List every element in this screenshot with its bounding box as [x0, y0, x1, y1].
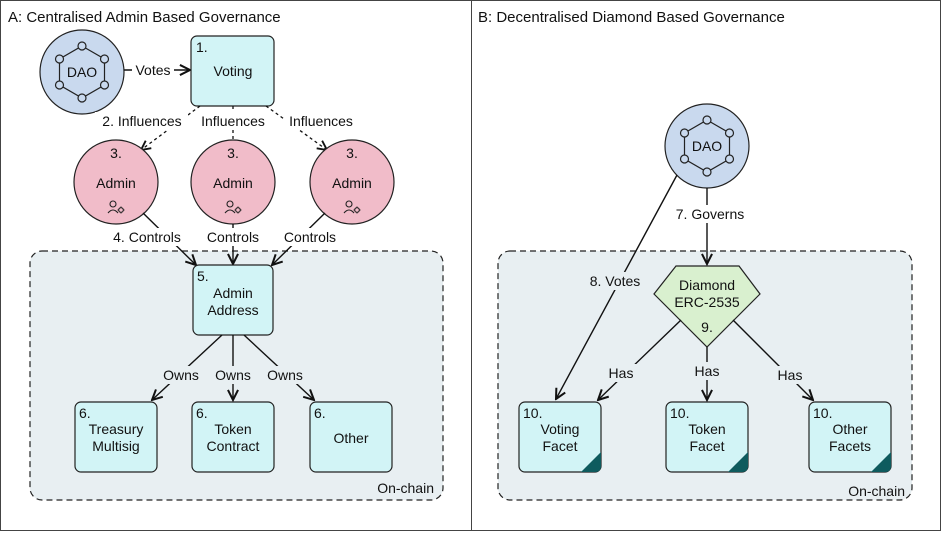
- diamond-line2: ERC-2535: [674, 294, 740, 310]
- facet-node-other: 10. Other Facets: [808, 401, 892, 473]
- admin-label-3: Admin: [332, 175, 372, 191]
- admin-node-2: 3. Admin: [190, 139, 276, 225]
- facet-num-1: 10.: [523, 405, 542, 421]
- facet-corner-1: [581, 452, 601, 472]
- edge-label-has-2: Has: [695, 363, 720, 379]
- edge-label-governs: 7. Governs: [676, 206, 744, 222]
- facet-num-3: 10.: [813, 405, 832, 421]
- diamond-node: Diamond ERC-2535 9.: [653, 265, 761, 348]
- edge-label-influences-3: Influences: [289, 113, 353, 129]
- asset-node-treasury: 6. Treasury Multisig: [74, 401, 158, 473]
- edge-label-owns-3: Owns: [267, 367, 303, 383]
- facet-line1-3: Other: [832, 421, 867, 437]
- edge-label-owns-1: Owns: [163, 367, 199, 383]
- facet-line2-3: Facets: [829, 438, 871, 454]
- asset-num-3: 6.: [314, 405, 326, 421]
- admin-node-3: 3. Admin: [309, 139, 395, 225]
- voting-label: Voting: [214, 63, 253, 79]
- facet-line1-2: Token: [688, 421, 725, 437]
- edge-label-votes-a: Votes: [135, 62, 170, 78]
- dao-label-a: DAO: [67, 64, 97, 80]
- facet-line2-2: Facet: [689, 438, 724, 454]
- asset-line2-2: Contract: [207, 438, 260, 454]
- voting-node: 1. Voting: [190, 35, 275, 107]
- edge-label-influences-1: 2. Influences: [102, 113, 181, 129]
- edge-label-influences-2: Influences: [201, 113, 265, 129]
- admin-node-1: 3. Admin: [73, 139, 159, 225]
- facet-node-token: 10. Token Facet: [665, 401, 749, 473]
- facet-node-voting: 10. Voting Facet: [518, 401, 602, 473]
- admin-address-line1: Admin: [213, 285, 253, 301]
- asset-line1-1: Treasury: [89, 421, 144, 437]
- admin-num-2: 3.: [227, 145, 239, 161]
- facet-line2-1: Facet: [542, 438, 577, 454]
- edge-label-has-1: Has: [609, 365, 634, 381]
- asset-node-token: 6. Token Contract: [191, 401, 275, 473]
- onchain-label-b: On-chain: [848, 483, 905, 499]
- facet-corner-2: [728, 452, 748, 472]
- edge-label-controls-1: 4. Controls: [113, 229, 181, 245]
- edge-label-controls-3: Controls: [284, 229, 336, 245]
- facet-num-2: 10.: [670, 405, 689, 421]
- facet-line1-1: Voting: [541, 421, 580, 437]
- panel-a-title: A: Centralised Admin Based Governance: [8, 9, 281, 26]
- asset-num-2: 6.: [196, 405, 208, 421]
- asset-num-1: 6.: [79, 405, 91, 421]
- facet-corner-3: [871, 452, 891, 472]
- edge-has-1: [598, 319, 682, 400]
- diamond-line1: Diamond: [679, 277, 735, 293]
- edge-label-has-3: Has: [778, 367, 803, 383]
- edge-label-owns-2: Owns: [215, 367, 251, 383]
- admin-num-1: 3.: [110, 145, 122, 161]
- admin-address-node: 5. Admin Address: [192, 264, 274, 336]
- asset-line1-3: Other: [333, 430, 368, 446]
- edge-label-votes-b: 8. Votes: [590, 273, 641, 289]
- dao-node-b: DAO: [664, 103, 750, 189]
- admin-address-num: 5.: [197, 268, 209, 284]
- asset-node-other: 6. Other: [309, 401, 393, 473]
- dao-label-b: DAO: [692, 138, 722, 154]
- admin-address-line2: Address: [207, 302, 258, 318]
- panel-b-title: B: Decentralised Diamond Based Governanc…: [478, 9, 785, 26]
- diamond-num: 9.: [701, 319, 713, 335]
- onchain-label-a: On-chain: [377, 480, 434, 496]
- asset-line1-2: Token: [214, 421, 251, 437]
- admin-label-2: Admin: [213, 175, 253, 191]
- dao-node-a: DAO: [39, 29, 125, 115]
- voting-num: 1.: [196, 39, 208, 55]
- admin-num-3: 3.: [346, 145, 358, 161]
- edge-label-controls-2: Controls: [207, 229, 259, 245]
- admin-label-1: Admin: [96, 175, 136, 191]
- asset-line2-1: Multisig: [92, 438, 139, 454]
- edge-has-3: [732, 319, 813, 400]
